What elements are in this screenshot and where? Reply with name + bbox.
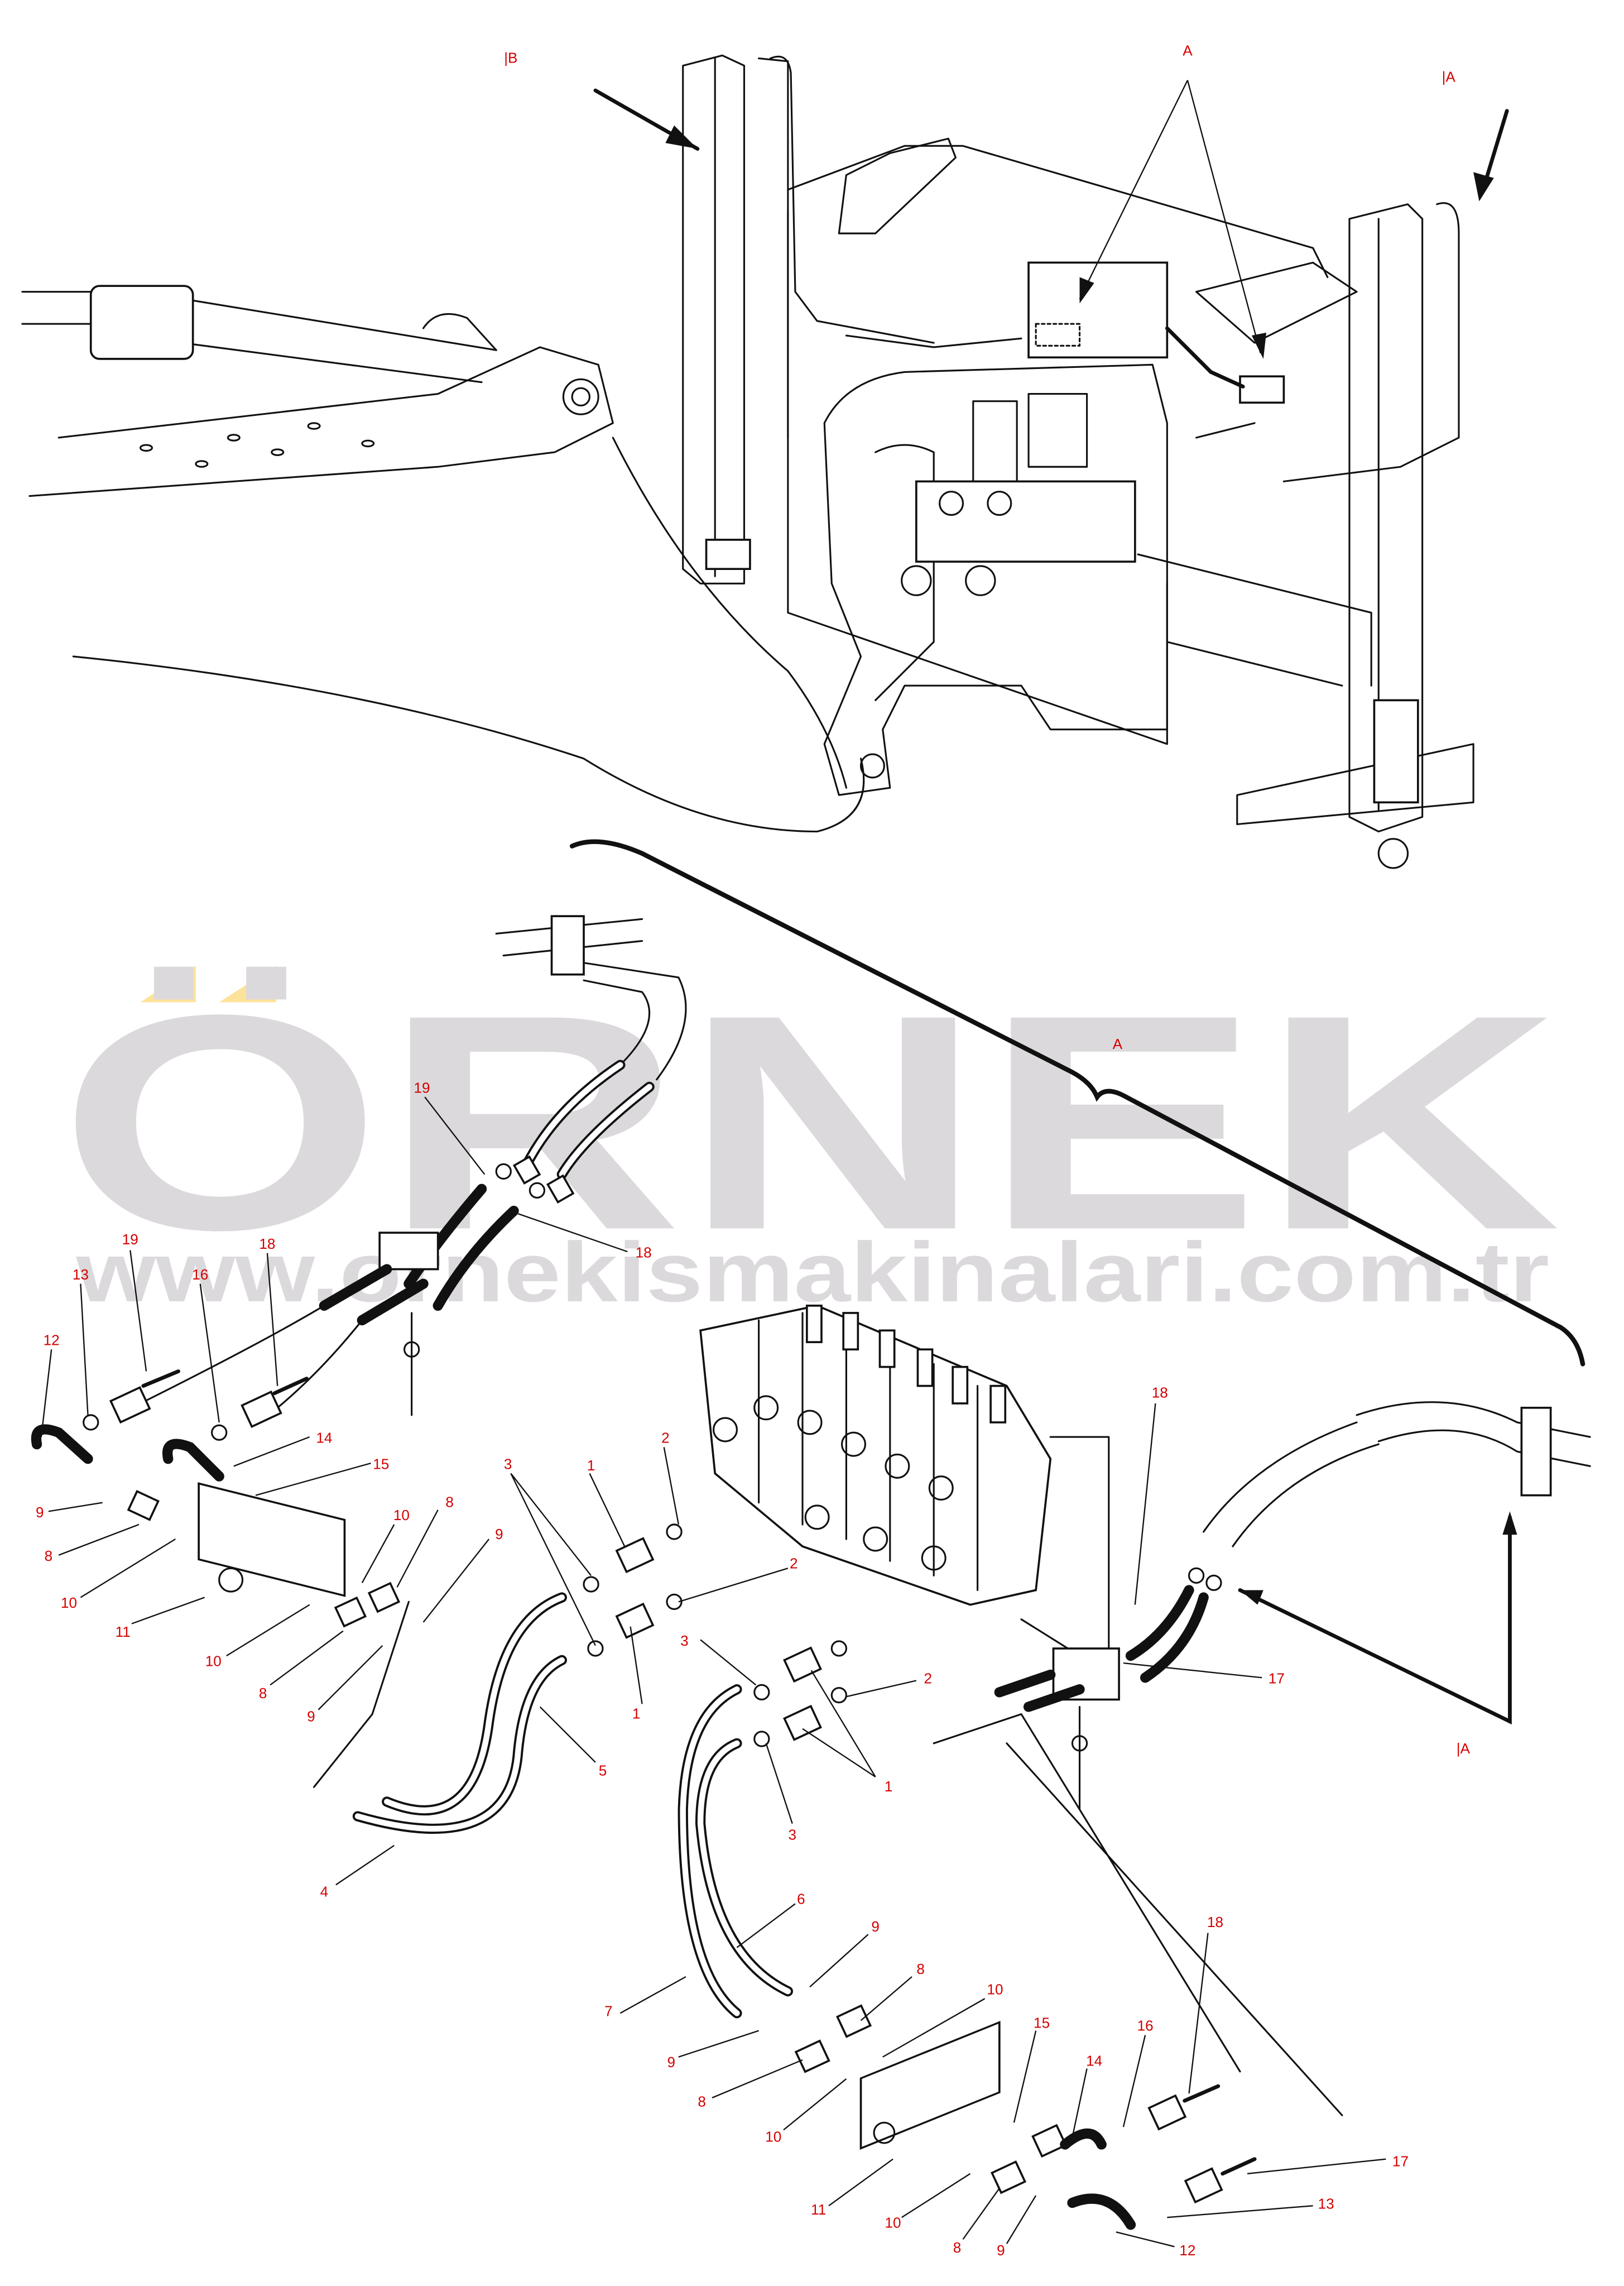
callout: 10 [205,1652,222,1669]
callout: 1 [632,1705,641,1722]
callout: 10 [61,1594,77,1611]
callout: 18 [1152,1384,1168,1401]
detail-a-label-top: A [1183,42,1193,59]
callout: 12 [1179,2242,1195,2259]
callout: 19 [122,1231,138,1248]
callout: 17 [1392,2153,1409,2170]
callout: 3 [504,1456,512,1473]
callout: 9 [307,1708,315,1725]
view-b-label: |B [504,49,517,66]
callout: 15 [1034,2014,1050,2031]
callout: 18 [636,1244,652,1261]
callout: 9 [997,2242,1005,2259]
callout: 2 [661,1430,670,1446]
control-valve-body [699,1304,1052,1606]
callout: 1 [885,1778,893,1795]
callout: 9 [871,1918,880,1935]
frame-holes [140,422,375,468]
callout: 17 [1269,1670,1285,1687]
callout: 16 [1137,2017,1154,2034]
view-a-label-top: |A [1442,68,1456,85]
callout: 2 [924,1670,932,1687]
callout: 13 [1318,2195,1334,2212]
callout: 11 [116,1623,131,1640]
top-hose-connector [1239,375,1285,404]
boom-cylinder-head [89,285,194,360]
callout: 7 [604,2003,613,2020]
callout: 10 [393,1507,410,1523]
detail-brace [569,839,1585,1367]
upper-hose-clamp [550,915,585,976]
callout: 5 [599,1762,607,1779]
callout: 9 [495,1526,503,1542]
callout: 11 [811,2201,826,2218]
callout: 14 [316,1430,332,1446]
loader-frame-assembly [21,54,1509,869]
callout-labels: 19 18 19 18 13 16 12 14 15 9 8 10 11 10 … [36,1079,1409,2259]
left-diverter-block [198,1482,346,1597]
callout: 10 [987,1981,1003,1997]
callout: 3 [680,1632,689,1649]
callout: 10 [765,2128,781,2145]
view-a-label-bottom: |A [1457,1740,1471,1757]
callout: 8 [259,1685,267,1702]
callout: 18 [1207,1914,1223,1930]
callout: 8 [45,1547,53,1564]
exploded-hydraulic-detail [31,915,1591,2230]
detail-a-label-mid: A [1113,1036,1123,1052]
callout: 4 [320,1883,329,1900]
callout: 12 [44,1331,60,1348]
callout: 16 [192,1266,208,1283]
right-diverter-block [859,2021,1001,2150]
callout: 1 [587,1457,595,1474]
callout: 9 [36,1504,44,1521]
callout: 18 [259,1235,275,1252]
mid-hose-clamp [378,1231,439,1271]
callout: 8 [445,1494,454,1511]
valve-spools [806,1305,1007,1424]
callout: 14 [1086,2052,1102,2069]
callout: 8 [953,2239,962,2256]
callout: 15 [373,1456,389,1473]
callout: 19 [414,1079,430,1096]
callout-leaders [40,1096,1386,2247]
right-upper-clamp [1520,1406,1552,1497]
callout: 13 [73,1266,89,1283]
callout: 6 [797,1890,805,1907]
callout: 8 [916,1961,925,1977]
callout: 3 [788,1826,796,1843]
callout: 2 [790,1555,798,1571]
center-pin-block [915,480,1136,563]
watermark-logo: ÖRNEK [59,951,1561,1293]
callout: 9 [667,2054,676,2071]
top-valve-block [1027,261,1169,359]
callout: 8 [698,2093,706,2110]
callout: 10 [885,2214,901,2231]
watermark: ÖRNEK www.ornekismakinalari.com.tr [59,951,1561,1320]
